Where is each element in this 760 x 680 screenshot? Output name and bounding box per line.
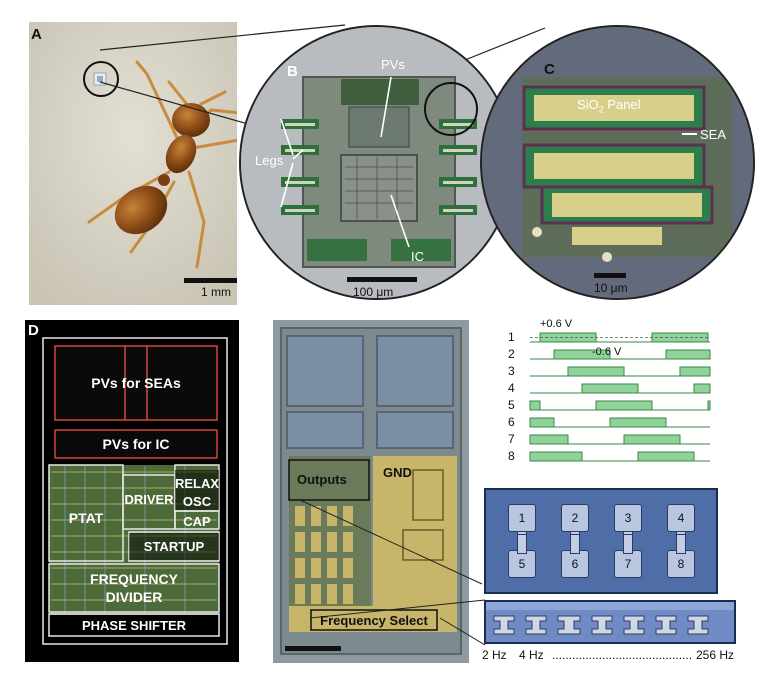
panel-d-letter: D — [28, 322, 39, 339]
waveform-number: 7 — [508, 432, 515, 446]
robot-micrograph — [241, 27, 512, 298]
voltage-high-label: +0.6 V — [540, 318, 573, 330]
waveform-pulse — [529, 451, 583, 462]
sea-micrograph — [482, 27, 753, 298]
electrode-connector — [676, 534, 686, 554]
panel-c-sio2-label: SiO2 Panel — [577, 97, 641, 115]
panel-d: D PVs for SEAs PVs for IC PTAT DRIVER RE… — [25, 320, 239, 662]
panel-a-scale-label: 1 mm — [201, 285, 231, 299]
layout-diagram — [25, 320, 239, 662]
electrode-number: 8 — [677, 557, 685, 571]
waveform-pulse — [529, 417, 555, 428]
panel-b-pvs-label: PVs — [381, 57, 405, 72]
block-cap: CAP — [183, 514, 211, 529]
electrode-pad: 8 — [667, 550, 695, 578]
panel-c-sio2-rest: Panel — [603, 97, 641, 112]
block-ptat: PTAT — [68, 510, 104, 526]
panel-a-letter: A — [31, 26, 42, 43]
electrode-number: 1 — [518, 511, 526, 525]
electrode-number: 5 — [518, 557, 526, 571]
panel-b-scale-label: 100 μm — [353, 285, 394, 299]
block-phase-shifter: PHASE SHIFTER — [81, 618, 186, 633]
waveforms — [529, 332, 711, 462]
electrode-number: 6 — [571, 557, 579, 571]
panel-b-ic-label: IC — [411, 249, 424, 264]
electrode-pad: 7 — [614, 550, 642, 578]
frequency-strip — [484, 600, 736, 644]
block-osc: OSC — [182, 494, 212, 509]
waveform-pulse — [553, 349, 611, 360]
waveform-pulse — [707, 400, 711, 411]
frequency-select-pads — [486, 602, 734, 642]
electrode-connector — [623, 534, 633, 554]
electrode-pad: 6 — [561, 550, 589, 578]
waveform-group — [529, 332, 711, 462]
ant-photo — [29, 22, 237, 305]
waveform-number: 8 — [508, 449, 515, 463]
waveform-pulse — [567, 366, 625, 377]
freq-dots: ........................................… — [552, 648, 692, 662]
waveform-pulse — [595, 400, 653, 411]
waveform-pulse — [529, 434, 569, 445]
panel-c: C SiO2 Panel SEA 10 μm — [480, 25, 755, 300]
block-pvs-for-ic: PVs for IC — [102, 436, 170, 452]
voltage-low-label: -0.6 V — [592, 346, 622, 358]
electrode-pad: 1 — [508, 504, 536, 532]
waveform-pulse — [623, 434, 681, 445]
waveform-number: 2 — [508, 347, 515, 361]
block-relax: RELAX — [175, 476, 220, 491]
waveform-number: 6 — [508, 415, 515, 429]
panel-b-legs-label: Legs — [255, 153, 284, 168]
waveform-number: 4 — [508, 381, 515, 395]
block-driver: DRIVER — [124, 492, 174, 507]
electrode-pad: 4 — [667, 504, 695, 532]
frequency-select-label: Frequency Select — [320, 613, 428, 628]
electrode-number: 7 — [624, 557, 632, 571]
panel-c-scale-label: 10 μm — [594, 281, 628, 295]
electrode-number: 2 — [571, 511, 579, 525]
block-frequency: FREQUENCY — [90, 571, 178, 587]
panel-a: A 1 mm — [29, 22, 237, 305]
freq-start-label: 2 Hz — [482, 648, 507, 662]
panel-e-chip: E Outputs GND Frequency Select — [273, 320, 469, 663]
block-pvs-for-seas: PVs for SEAs — [91, 375, 181, 391]
chip-micrograph — [273, 320, 469, 663]
electrode-photo: 1 2 3 4 5 6 7 8 — [484, 488, 718, 594]
freq-end-label: 256 Hz — [696, 648, 735, 662]
electrode-connector — [517, 534, 527, 554]
electrode-pad: 2 — [561, 504, 589, 532]
block-divider: DIVIDER — [105, 589, 163, 605]
electrode-connector — [570, 534, 580, 554]
panel-c-letter: C — [544, 61, 555, 78]
panel-c-sea-label: SEA — [700, 127, 727, 142]
waveform-pulse — [609, 417, 667, 428]
block-startup: STARTUP — [143, 539, 205, 554]
electrode-pad: 5 — [508, 550, 536, 578]
freq-second-label: 4 Hz — [519, 648, 544, 662]
waveform-number: 5 — [508, 398, 515, 412]
panel-c-sio2-text: SiO — [577, 97, 599, 112]
electrode-number: 4 — [677, 511, 685, 525]
outputs-label: Outputs — [297, 472, 347, 487]
waveform-pulse — [529, 400, 541, 411]
panel-c-sio2-sub: 2 — [598, 104, 604, 115]
electrode-pad: 3 — [614, 504, 642, 532]
waveform-pulse — [693, 383, 711, 394]
waveform-pulse — [581, 383, 639, 394]
waveform-pulse — [679, 366, 711, 377]
waveform-number: 3 — [508, 364, 515, 378]
panel-b: B PVs Legs IC 100 μm — [239, 25, 514, 300]
waveform-number: 1 — [508, 330, 515, 344]
panel-b-letter: B — [287, 63, 298, 80]
waveform-pulse — [637, 451, 695, 462]
waveform-pulse — [665, 349, 711, 360]
gnd-label: GND — [383, 465, 412, 480]
electrode-number: 3 — [624, 511, 632, 525]
